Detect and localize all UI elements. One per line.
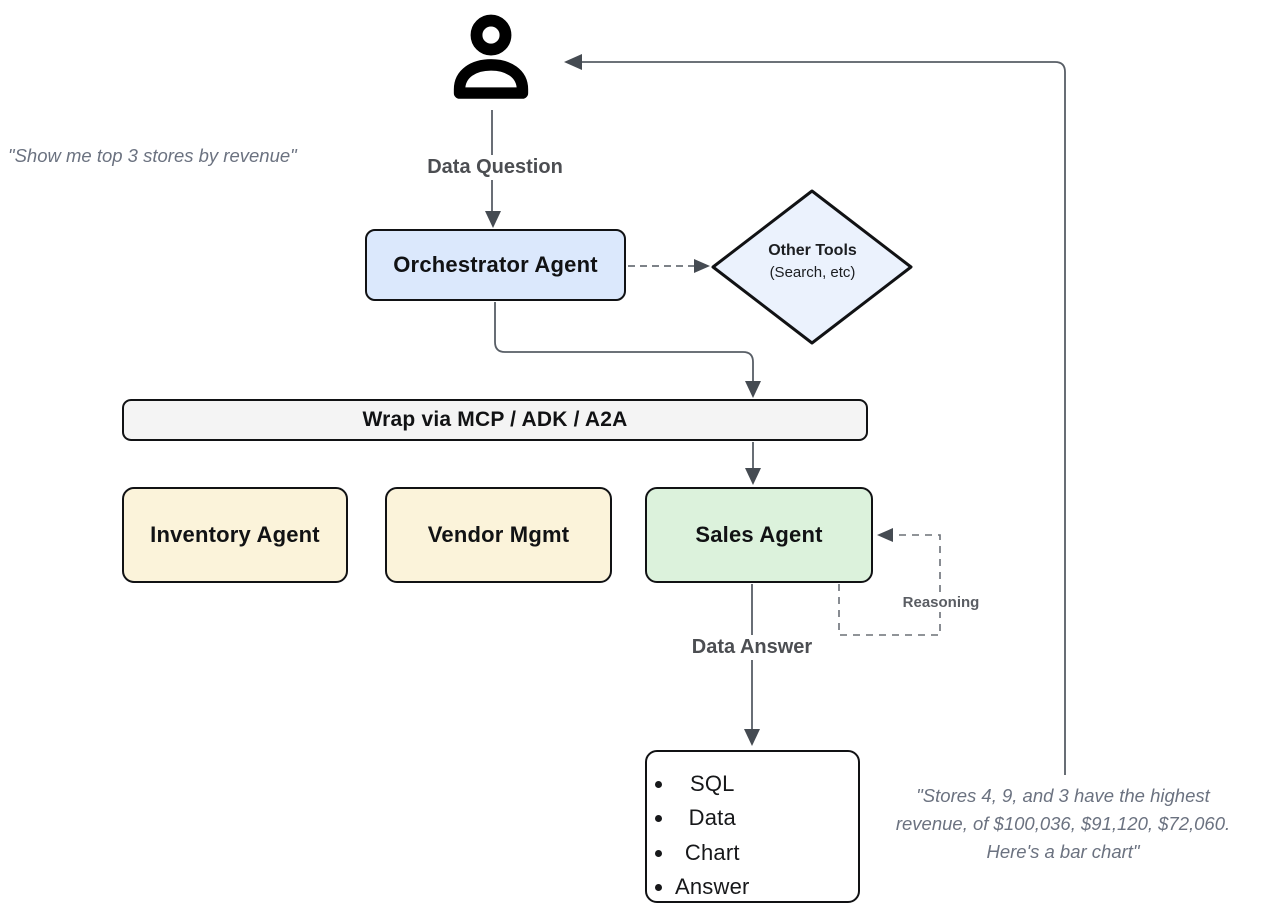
result-quote-line: "Stores 4, 9, and 3 have the highest (916, 785, 1210, 806)
feedback-arrow (564, 54, 1066, 775)
output-item: Answer (675, 872, 750, 901)
arrow-orchestrator-to-wrap (494, 302, 761, 398)
user-icon (442, 10, 540, 110)
other-tools-diamond (711, 189, 913, 345)
user-quote: "Show me top 3 stores by revenue" (8, 145, 297, 166)
arrow-orchestrator-to-tools (628, 259, 710, 273)
sales-agent-node: Sales Agent (645, 487, 873, 583)
output-list-node: SQL Data Chart Answer (645, 750, 860, 903)
other-tools-subtitle: (Search, etc) (769, 263, 856, 281)
reasoning-label: Reasoning (896, 593, 986, 612)
arrow-sales-to-output (744, 584, 760, 746)
inventory-agent-node: Inventory Agent (122, 487, 348, 583)
data-question-label: Data Question (421, 155, 569, 180)
reasoning-loop-arrow (838, 528, 941, 636)
output-item: SQL (675, 769, 750, 798)
output-list: SQL Data Chart Answer (653, 764, 750, 906)
output-item: Data (675, 803, 750, 832)
result-quote: "Stores 4, 9, and 3 have the highest rev… (862, 782, 1264, 865)
data-answer-label: Data Answer (685, 635, 819, 660)
result-quote-line: revenue, of $100,036, $91,120, $72,060. (895, 812, 1231, 834)
arrow-wrap-to-sales (745, 442, 761, 485)
wrap-mcp-adk-a2a-bar: Wrap via MCP / ADK / A2A (122, 399, 868, 441)
other-tools-title: Other Tools (768, 242, 857, 259)
other-tools-label: Other Tools (Search, etc) (732, 241, 893, 283)
orchestrator-agent-node: Orchestrator Agent (365, 229, 626, 301)
output-item: Chart (675, 838, 750, 867)
result-quote-line: Here's a bar chart" (986, 840, 1140, 862)
vendor-mgmt-node: Vendor Mgmt (385, 487, 612, 583)
